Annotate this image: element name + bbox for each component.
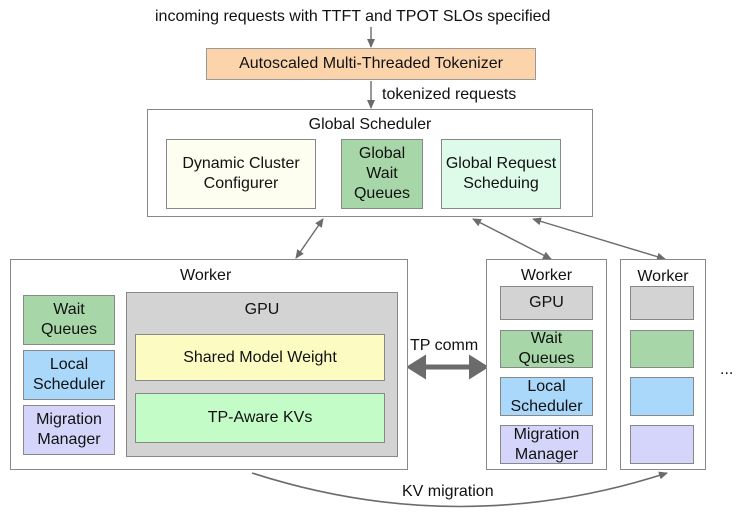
- scheduler-worker-3-arrow: [532, 217, 666, 261]
- worker-2-gpu: GPU: [500, 286, 593, 320]
- worker-main-wait-queues: Wait Queues: [23, 295, 115, 345]
- shared-model-weight-box: Shared Model Weight: [135, 334, 385, 381]
- worker-2-migration-manager: Migration Manager: [500, 425, 593, 464]
- tp-comm-label: TP comm: [410, 337, 479, 354]
- worker-2-wait-queues: Wait Queues: [500, 330, 593, 368]
- worker-main-title: Worker: [180, 267, 232, 284]
- dynamic-cluster-configurer-box: Dynamic Cluster Configurer: [166, 139, 316, 209]
- scheduler-worker-main-arrow: [295, 218, 324, 259]
- worker-main-local-scheduler: Local Scheduler: [23, 350, 115, 400]
- tokenized-requests-label: tokenized requests: [382, 86, 517, 103]
- worker-2-title: Worker: [520, 267, 573, 284]
- worker-3-local-scheduler-block: [630, 377, 694, 416]
- worker-3-wait-queues-block: [630, 330, 694, 368]
- worker-main-migration-manager: Migration Manager: [23, 405, 115, 455]
- worker-3-migration-manager-block: [630, 425, 694, 464]
- more-workers-ellipsis: ...: [720, 361, 734, 378]
- worker-2-local-scheduler: Local Scheduler: [500, 377, 593, 416]
- worker-3-gpu-block: [630, 286, 694, 320]
- worker-3-title: Worker: [637, 268, 689, 285]
- global-wait-queues-box: Global Wait Queues: [341, 139, 423, 209]
- incoming-requests-label: incoming requests with TTFT and TPOT SLO…: [155, 8, 551, 25]
- global-scheduler-title: Global Scheduler: [308, 116, 432, 133]
- worker-main-gpu-title: GPU: [244, 301, 280, 318]
- global-request-scheduling-box: Global Request Scheduing: [441, 139, 561, 209]
- scheduler-worker-2-arrow: [472, 218, 552, 260]
- kv-migration-arrow: [251, 471, 668, 508]
- tokenizer-box: Autoscaled Multi-Threaded Tokenizer: [206, 48, 536, 80]
- kv-migration-label: KV migration: [402, 483, 494, 500]
- tp-aware-kvs-box: TP-Aware KVs: [135, 393, 385, 443]
